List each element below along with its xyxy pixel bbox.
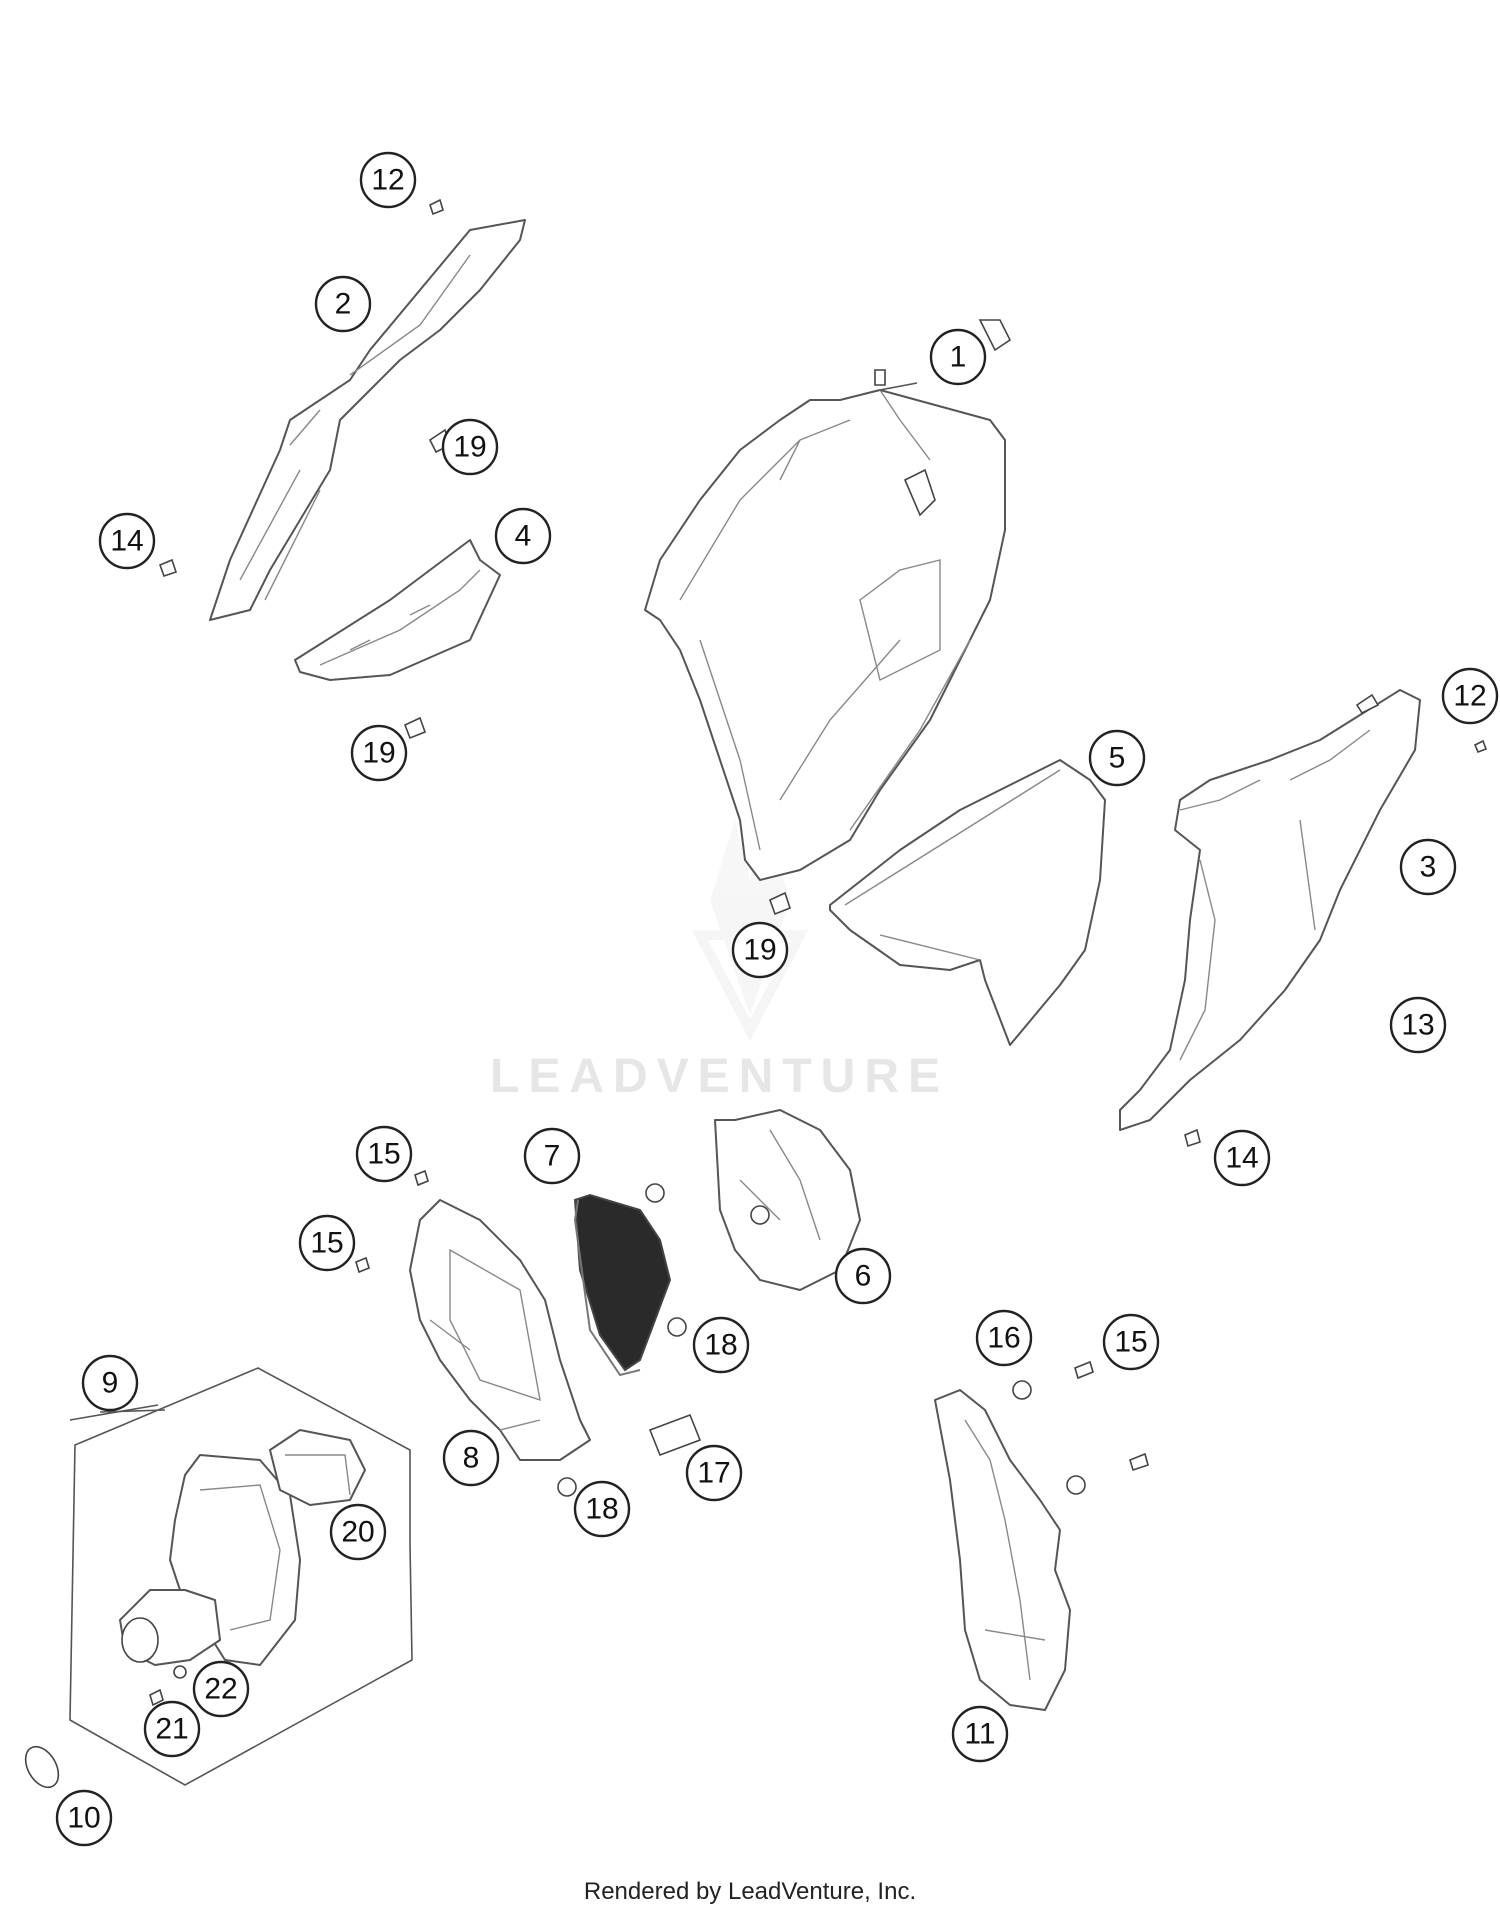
leader-lines	[69, 382, 918, 1421]
callout-10: 10	[55, 1789, 113, 1847]
svg-text:10: 10	[67, 1802, 100, 1835]
svg-text:7: 7	[544, 1140, 561, 1173]
svg-text:3: 3	[1420, 851, 1437, 884]
callout-15-a: 15	[355, 1125, 413, 1183]
callout-3: 3	[1399, 838, 1457, 896]
callout-18-a: 18	[692, 1316, 750, 1374]
callout-9: 9	[81, 1354, 139, 1412]
callout-12-top: 12	[359, 151, 417, 209]
callout-6: 6	[834, 1247, 892, 1305]
svg-text:16: 16	[987, 1322, 1020, 1355]
svg-text:15: 15	[310, 1227, 343, 1260]
callout-19-top: 19	[441, 418, 499, 476]
svg-text:6: 6	[855, 1260, 872, 1293]
callout-22: 22	[192, 1660, 250, 1718]
callout-4: 4	[494, 507, 552, 565]
callout-19-center: 19	[731, 921, 789, 979]
svg-text:19: 19	[743, 934, 776, 967]
callout-13: 13	[1389, 996, 1447, 1054]
svg-text:19: 19	[453, 431, 486, 464]
callout-5: 5	[1088, 729, 1146, 787]
callout-21: 21	[143, 1700, 201, 1758]
svg-text:13: 13	[1401, 1009, 1434, 1042]
part-8-filter-cage	[409, 1199, 591, 1461]
part-6-filter-cover	[714, 1109, 861, 1291]
callout-12-right: 12	[1441, 667, 1499, 725]
svg-text:18: 18	[585, 1493, 618, 1526]
svg-text:15: 15	[1114, 1326, 1147, 1359]
part-11-side-cover	[934, 1389, 1071, 1711]
svg-text:9: 9	[102, 1367, 119, 1400]
svg-text:19: 19	[362, 737, 395, 770]
svg-text:5: 5	[1109, 742, 1126, 775]
callout-15-c: 15	[1102, 1313, 1160, 1371]
part-4-side-bracket	[294, 539, 501, 681]
callout-14-left: 14	[98, 512, 156, 570]
callout-1: 1	[929, 328, 987, 386]
part-3-shroud-right	[1119, 689, 1421, 1131]
callout-17: 17	[685, 1444, 743, 1502]
svg-text:21: 21	[155, 1713, 188, 1746]
callout-11: 11	[951, 1705, 1009, 1763]
part-10-hose-clamp	[24, 1745, 60, 1789]
svg-text:12: 12	[371, 164, 404, 197]
svg-text:17: 17	[697, 1457, 730, 1490]
svg-text:14: 14	[1225, 1142, 1258, 1175]
svg-text:20: 20	[341, 1516, 374, 1549]
svg-text:2: 2	[335, 288, 352, 321]
callout-18-b: 18	[573, 1480, 631, 1538]
svg-text:4: 4	[515, 520, 532, 553]
svg-text:12: 12	[1453, 680, 1486, 713]
callout-14-right: 14	[1213, 1129, 1271, 1187]
svg-text:22: 22	[204, 1673, 237, 1706]
part-1-airbox-cover	[644, 319, 1012, 881]
part-5-side-panel	[829, 759, 1106, 1046]
part-2-shroud-left	[209, 219, 526, 621]
watermark-text: LEADVENTURE	[490, 1050, 949, 1103]
svg-text:8: 8	[463, 1442, 480, 1475]
callout-15-b: 15	[298, 1214, 356, 1272]
callout-19-left: 19	[350, 724, 408, 782]
callout-16: 16	[975, 1309, 1033, 1367]
footer-credit: Rendered by LeadVenture, Inc.	[584, 1878, 916, 1905]
svg-text:1: 1	[950, 341, 967, 374]
callout-20: 20	[329, 1503, 387, 1561]
callout-2: 2	[314, 275, 372, 333]
callout-7: 7	[523, 1127, 581, 1185]
svg-text:18: 18	[704, 1329, 737, 1362]
part-9-intake-group	[69, 1367, 413, 1786]
svg-text:15: 15	[367, 1138, 400, 1171]
svg-text:14: 14	[110, 525, 143, 558]
svg-text:11: 11	[964, 1718, 995, 1751]
part-7-air-filter	[573, 1193, 672, 1377]
callout-8: 8	[442, 1429, 500, 1487]
